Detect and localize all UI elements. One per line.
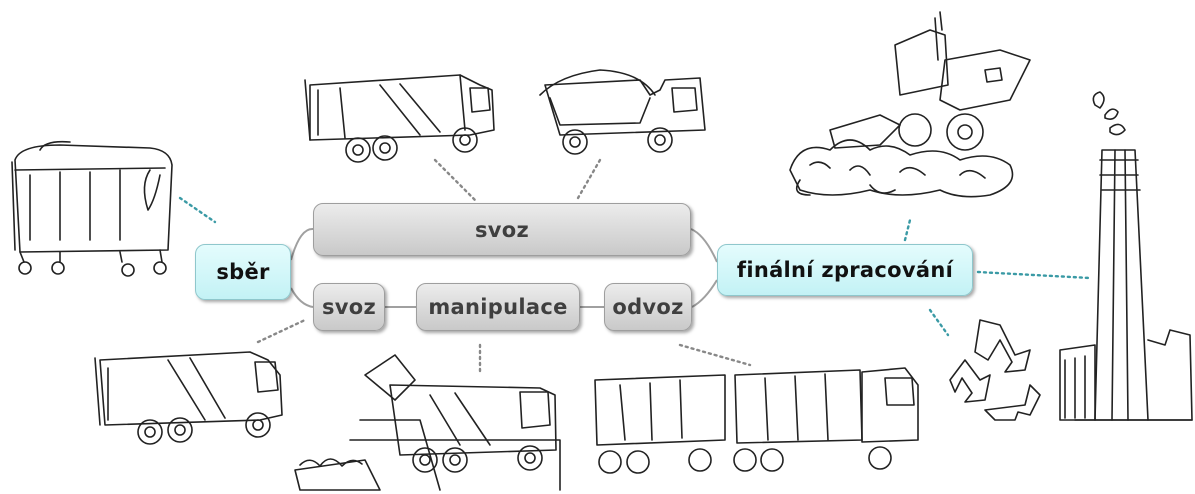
node-svoz-top: svoz	[313, 203, 691, 256]
waste-container-icon	[11, 140, 173, 277]
node-sber: sběr	[195, 244, 291, 300]
dotted-leaders	[178, 158, 1092, 377]
node-svoz-bottom: svoz	[313, 283, 385, 331]
transfer-station-truck-icon	[294, 354, 561, 491]
node-final: finální zpracování	[717, 244, 973, 296]
skip-loader-truck-icon	[539, 69, 706, 155]
landfill-compactor-icon	[789, 11, 1031, 198]
node-manipulace: manipulace	[416, 283, 580, 331]
truck-with-trailer-icon	[594, 367, 919, 474]
node-odvoz: odvoz	[604, 283, 692, 331]
connector-lines	[290, 228, 718, 308]
incinerator-chimney-icon	[1059, 91, 1193, 421]
garbage-truck-icon	[304, 74, 495, 163]
garbage-truck-small-icon	[94, 351, 283, 445]
recycling-symbol-icon	[949, 319, 1041, 421]
